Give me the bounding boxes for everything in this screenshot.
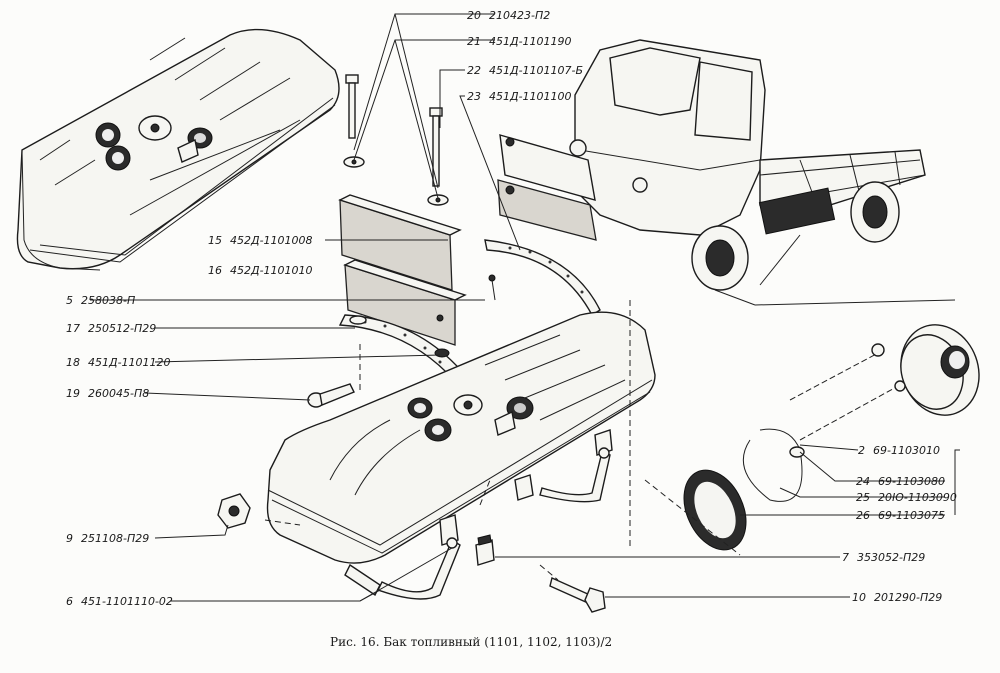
fuel-tank-main bbox=[266, 311, 656, 597]
assembly-lines bbox=[264, 300, 741, 581]
fuel-tank-top-view bbox=[16, 28, 340, 270]
figure-caption: Рис. 16. Бак топливный (1101, 1102, 1103… bbox=[330, 635, 612, 649]
mounting-pads bbox=[338, 194, 496, 346]
leader-lines bbox=[59, 13, 960, 602]
lower-strap bbox=[377, 447, 611, 600]
vehicle-illustration bbox=[497, 39, 956, 306]
filler-cap-assembly bbox=[683, 324, 980, 551]
small-parts bbox=[217, 383, 606, 613]
bolts-and-washers bbox=[343, 74, 449, 206]
